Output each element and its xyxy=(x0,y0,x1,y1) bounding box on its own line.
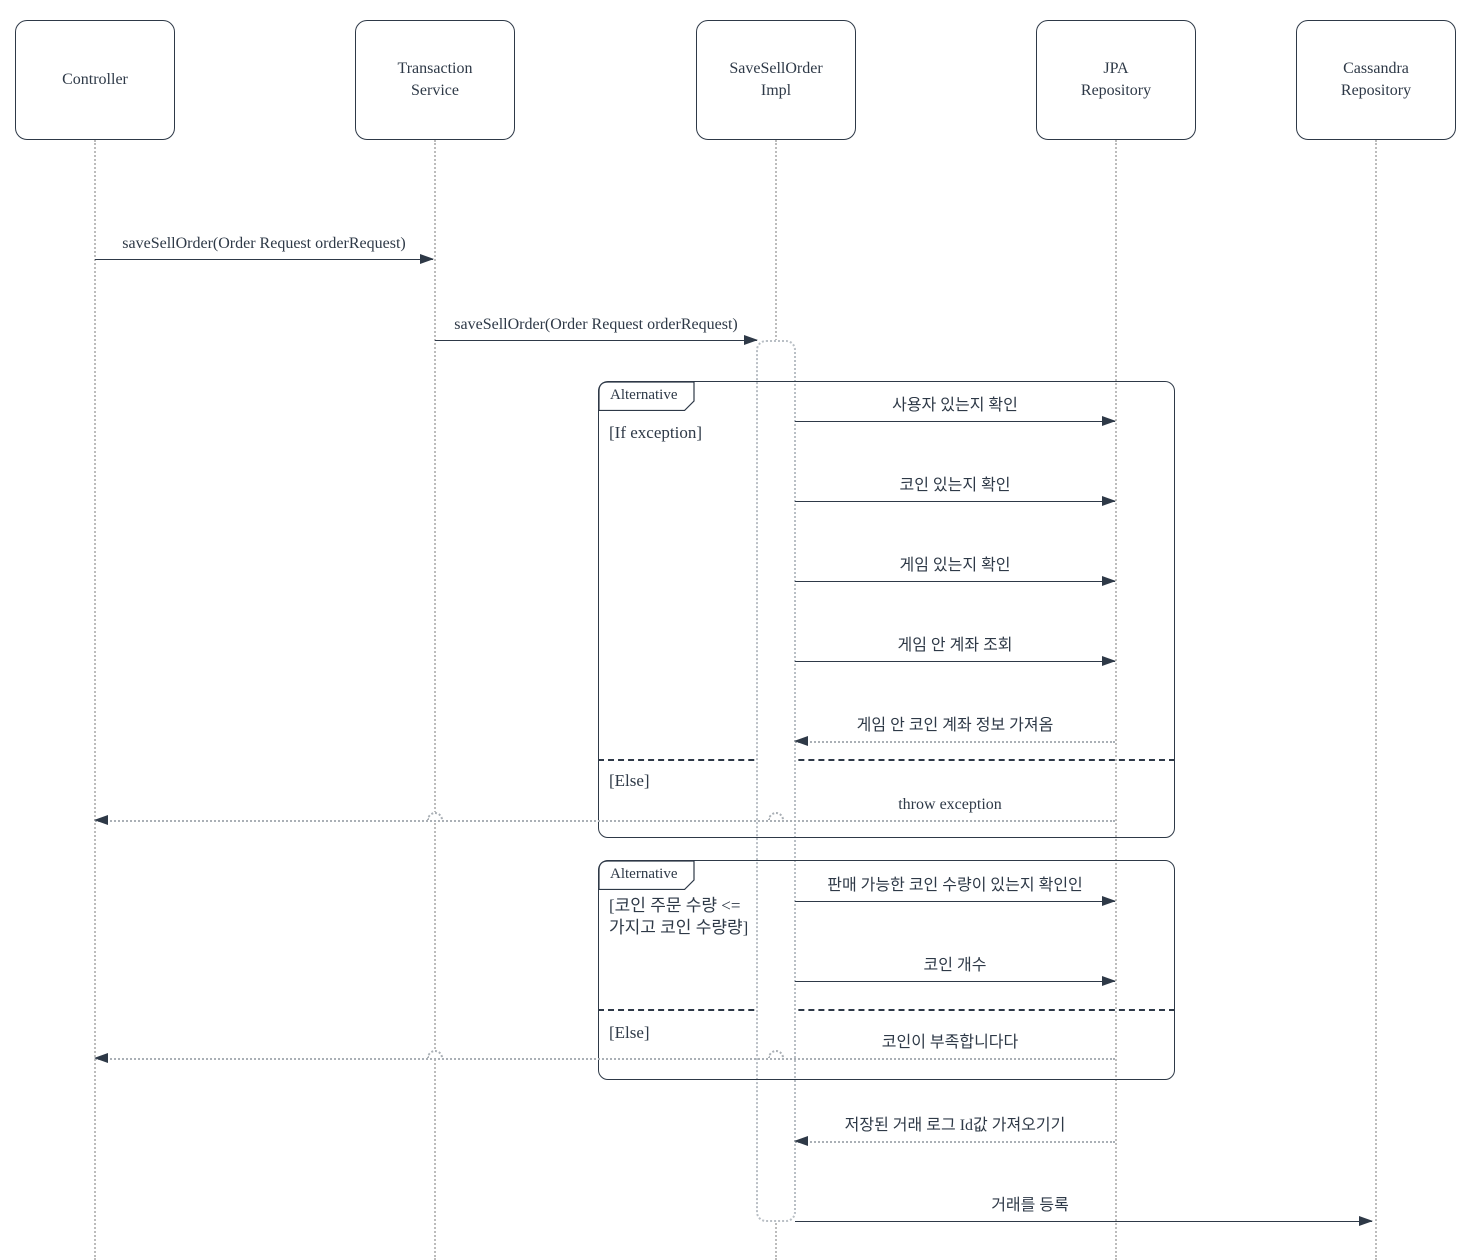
message-line xyxy=(795,1221,1372,1222)
arrowhead-icon xyxy=(1102,656,1116,666)
alt2-divider xyxy=(598,1009,1175,1011)
fragment-condition: 가지고 코인 수량량] xyxy=(609,918,749,937)
fragment-title: Alternative xyxy=(610,387,678,403)
arrowhead-icon xyxy=(94,1053,108,1063)
alt1-divider xyxy=(598,759,1175,761)
lifeline-transaction-service xyxy=(434,140,436,1260)
message-label: saveSellOrder(Order Request orderRequest… xyxy=(454,316,738,333)
actor-label: Repository xyxy=(1080,82,1152,99)
alt-fragment-exception: Alternative [If exception] [Else] xyxy=(598,381,1175,838)
lifeline-cassandra-repository xyxy=(1375,140,1377,1260)
arrowhead-icon xyxy=(1359,1216,1373,1226)
message-line xyxy=(795,741,1115,743)
fragment-title: Alternative xyxy=(610,866,678,882)
message-line xyxy=(795,501,1115,502)
actor-label: SaveSellOrder xyxy=(729,60,823,77)
actor-controller: Controller xyxy=(15,20,175,140)
arrowhead-icon xyxy=(1102,576,1116,586)
message-line xyxy=(795,661,1115,662)
message-label: 코인 있는지 확인 xyxy=(899,477,1011,494)
message-line xyxy=(795,981,1115,982)
arrowhead-icon xyxy=(1102,896,1116,906)
arrowhead-icon xyxy=(794,1136,808,1146)
actor-cassandra-repository: Cassandra Repository xyxy=(1296,20,1456,140)
fragment-else-label: [Else] xyxy=(609,771,650,790)
message-label: saveSellOrder(Order Request orderRequest… xyxy=(122,235,406,252)
message-label: 코인이 부족합니다다 xyxy=(881,1034,1019,1051)
lifeline-controller xyxy=(94,140,96,1260)
line-hop xyxy=(427,1050,443,1058)
message-label: 거래를 등록 xyxy=(991,1197,1069,1214)
arrowhead-icon xyxy=(794,736,808,746)
message-label: 게임 안 코인 계좌 정보 가져옴 xyxy=(856,717,1054,734)
message-line xyxy=(795,1141,1115,1143)
actor-save-sell-order-impl: SaveSellOrder Impl xyxy=(696,20,856,140)
actor-label: Controller xyxy=(62,71,128,88)
actor-label: Cassandra xyxy=(1343,60,1409,77)
actor-transaction-service: Transaction Service xyxy=(355,20,515,140)
arrowhead-icon xyxy=(94,815,108,825)
arrowhead-icon xyxy=(1102,416,1116,426)
fragment-tab-shape xyxy=(598,860,695,890)
arrowhead-icon xyxy=(1102,976,1116,986)
fragment-condition: [If exception] xyxy=(609,423,702,442)
message-line xyxy=(95,259,433,260)
arrowhead-icon xyxy=(420,254,434,264)
message-line xyxy=(95,820,1115,822)
message-line xyxy=(435,340,757,341)
actor-label: Repository xyxy=(1340,82,1412,99)
message-label: 코인 개수 xyxy=(923,957,987,974)
message-label: 판매 가능한 코인 수량이 있는지 확인인 xyxy=(827,877,1083,894)
message-label: throw exception xyxy=(898,796,1002,813)
message-label: 저장된 거래 로그 Id값 가져오기기 xyxy=(844,1117,1066,1134)
message-line xyxy=(795,581,1115,582)
message-label: 사용자 있는지 확인 xyxy=(892,397,1018,414)
fragment-tab-shape xyxy=(598,381,695,411)
line-hop xyxy=(768,1050,784,1058)
fragment-condition: [코인 주문 수량 <= xyxy=(609,896,741,915)
message-label: 게임 안 계좌 조회 xyxy=(897,637,1013,654)
actor-label: Service xyxy=(411,82,459,99)
actor-label: JPA xyxy=(1103,60,1129,77)
activation-bar xyxy=(756,340,796,1222)
line-hop xyxy=(768,812,784,820)
actor-jpa-repository: JPA Repository xyxy=(1036,20,1196,140)
message-line xyxy=(795,421,1115,422)
fragment-else-label: [Else] xyxy=(609,1023,650,1042)
actor-label: Transaction xyxy=(397,60,473,77)
message-line xyxy=(795,901,1115,902)
arrowhead-icon xyxy=(1102,496,1116,506)
message-label: 게임 있는지 확인 xyxy=(899,557,1011,574)
lifeline-jpa-repository xyxy=(1115,140,1117,1260)
actor-label: Impl xyxy=(760,82,792,99)
arrowhead-icon xyxy=(744,335,758,345)
line-hop xyxy=(427,812,443,820)
message-line xyxy=(95,1058,1115,1060)
